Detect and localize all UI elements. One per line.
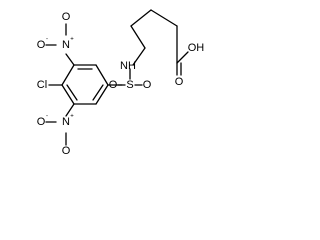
sulfonamide-left-oxygen-label: O — [109, 79, 118, 91]
bond-chain-4 — [150, 9, 178, 27]
bottom-nitro-left-oxygen-label: O — [37, 116, 46, 128]
sulfonamide-sulfur-label: S — [126, 79, 133, 91]
atom-labels: O - N + O Cl O - N + O NH O S O OH O — [37, 11, 205, 157]
top-nitro-nitrogen-label: N — [62, 39, 70, 51]
bond-ring-bottom-right — [95, 84, 109, 105]
bottom-nitro-nitrogen-label: N — [62, 116, 70, 128]
bond-lines — [45, 9, 189, 146]
bond-acid-to-carbonyl-carbon — [176, 51, 189, 64]
chemical-structure-canvas: O - N + O Cl O - N + O NH O S O OH O — [0, 0, 224, 171]
bond-chain-1 — [132, 47, 146, 66]
bottom-nitro-left-oxygen-charge: - — [46, 114, 48, 120]
bond-ring-bottom-left — [61, 84, 75, 105]
top-nitro-top-oxygen-label: O — [62, 11, 71, 23]
top-nitro-left-oxygen-charge: - — [46, 37, 48, 43]
bond-bottom-nitro-to-ring — [65, 103, 75, 117]
bottom-nitro-nitrogen-charge: + — [70, 114, 74, 120]
sulfonamide-nitrogen-label: NH — [120, 60, 136, 72]
bond-top-nitro-to-ring — [65, 53, 75, 66]
carboxylic-acid-oh-label: OH — [188, 42, 205, 54]
bond-ring-inner-right — [92, 84, 104, 101]
bond-ring-top-left — [61, 64, 75, 86]
bond-chain-3 — [130, 9, 152, 27]
top-nitro-nitrogen-charge: + — [70, 37, 74, 43]
chemical-structure-diagram: O - N + O Cl O - N + O NH O S O OH O — [37, 9, 205, 157]
bond-chain-2 — [130, 25, 146, 49]
bond-ring-top-right — [95, 64, 109, 86]
bond-ring-inner-left — [66, 84, 78, 101]
bottom-nitro-bottom-oxygen-label: O — [62, 145, 71, 157]
sulfonamide-right-oxygen-label: O — [143, 79, 152, 91]
chlorine-label: Cl — [37, 79, 47, 91]
top-nitro-left-oxygen-label: O — [37, 39, 46, 51]
carboxylic-acid-oxygen-label: O — [175, 76, 184, 88]
